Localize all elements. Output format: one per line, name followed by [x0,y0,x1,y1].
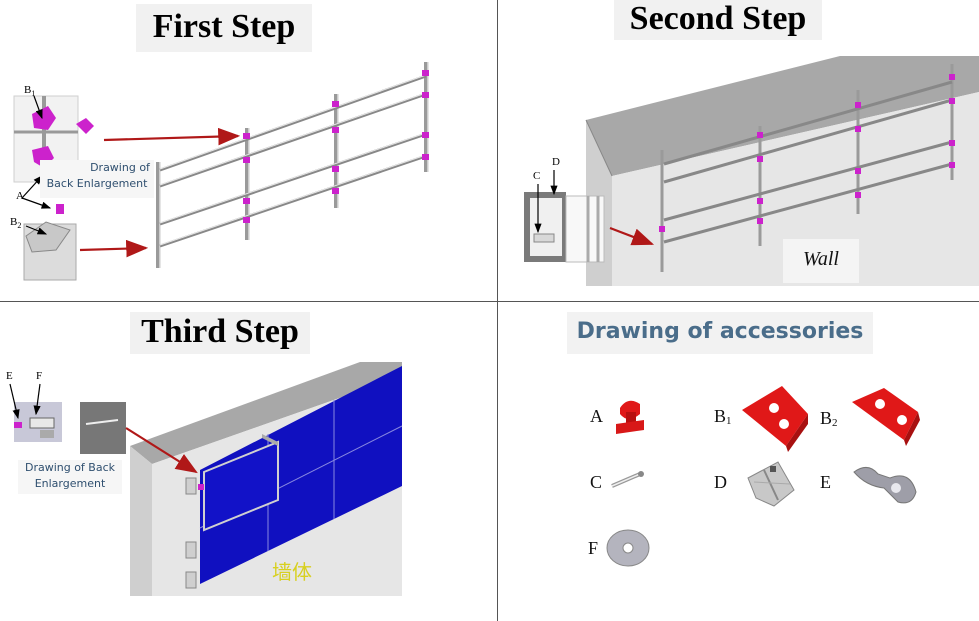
second-step-frame [659,64,955,272]
vertical-divider [497,0,498,621]
label-b2: B2 [10,216,22,231]
third-step-panels [185,366,403,589]
accessory-e-icon [853,467,917,504]
accessory-f-label: F [588,538,599,558]
accessory-b1-label: B1 [714,406,732,427]
accessory-c-label: C [590,472,603,492]
first-step-title: First Step [136,4,312,52]
second-step-wall [585,56,979,286]
label-f: F [36,370,43,382]
label-d: D [552,156,560,168]
accessory-b1-icon [742,386,808,452]
wall-label: Wall [783,239,859,283]
accessory-e-label: E [820,472,831,492]
label-e: E [6,370,13,382]
accessory-b2-label: B2 [820,408,838,429]
label-b1: B1 [24,84,36,99]
accessory-c-icon [611,471,644,488]
first-step-caption: Drawing of Back Enlargement [40,160,154,198]
accessory-d-label: D [714,472,727,492]
first-step-frame [156,62,429,268]
accessory-a-icon [616,400,644,434]
third-step-title: Third Step [130,312,310,354]
third-step-enlargement [14,402,126,454]
accessory-b2-icon [852,388,920,446]
third-step-caption: Drawing of Back Enlargement [18,460,122,494]
accessory-a-label: A [590,406,603,426]
second-step-title: Second Step [614,0,822,40]
accessory-d-icon [747,461,795,507]
label-c: C [533,170,541,182]
accessory-f-icon [606,529,650,567]
horizontal-divider [0,301,979,302]
accessories-title: Drawing of accessories [567,312,873,354]
second-step-enlargement [524,192,605,263]
wall-label-chinese: 墙体 [272,560,312,584]
label-a: A [16,190,24,202]
